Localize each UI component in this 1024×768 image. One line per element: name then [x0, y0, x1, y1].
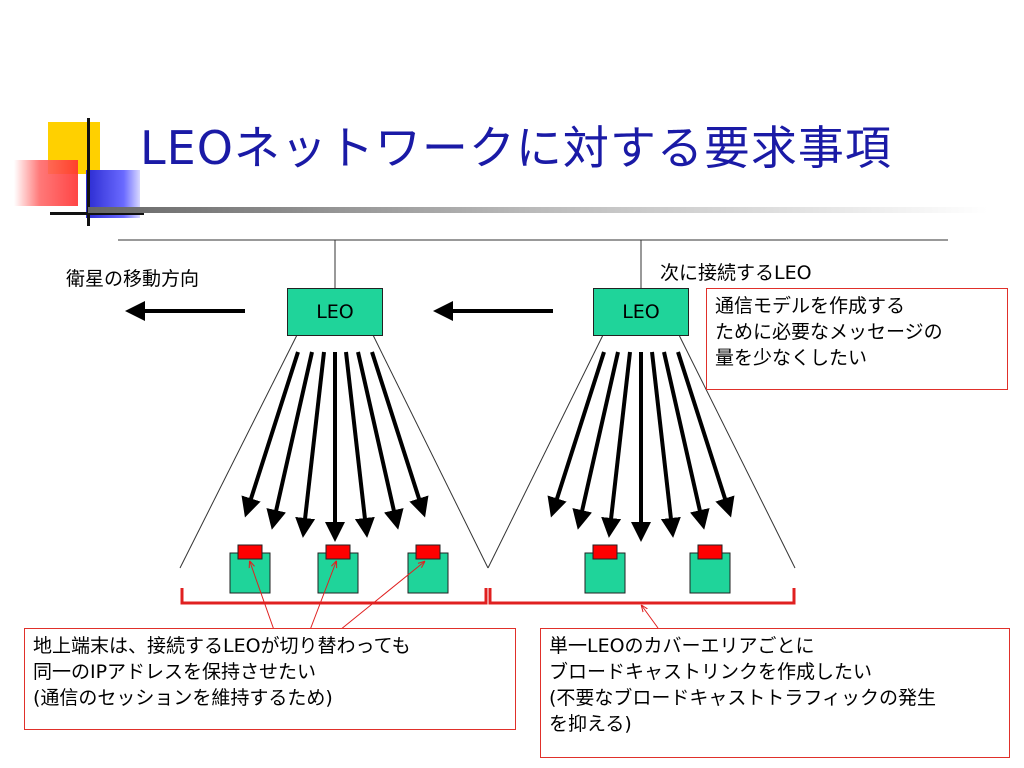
note-line: 同一のIPアドレスを保持させたい	[33, 661, 317, 683]
leo2-beams	[547, 351, 735, 542]
ground-terminal	[407, 552, 449, 594]
terminal-indicator	[592, 544, 618, 560]
pointer-line	[250, 562, 275, 631]
beam-arrow	[650, 351, 681, 538]
note-line: 通信モデルを作成する	[715, 295, 906, 317]
pointer-line	[309, 562, 336, 631]
broadcast-bracket-left	[180, 588, 488, 605]
pointer-line	[642, 606, 659, 629]
beam-arrow	[344, 351, 375, 538]
logo-red-square	[14, 160, 78, 206]
logo-decoration	[14, 118, 144, 228]
leo1-coverage-right	[372, 334, 489, 569]
note-line: 量を少なくしたい	[715, 347, 868, 369]
beam-arrow	[241, 351, 300, 518]
beam-arrow	[370, 351, 429, 518]
ground-terminal	[584, 552, 626, 594]
ground-terminals	[229, 544, 731, 594]
terminal-indicator	[697, 544, 723, 560]
ground-terminal	[689, 552, 731, 594]
next-leo-label: 次に接続するLEO	[660, 262, 812, 284]
beam-arrow	[295, 351, 326, 538]
note-message-reduction: 通信モデルを作成する ために必要なメッセージの 量を少なくしたい	[706, 288, 1008, 390]
leo-node-current: LEO	[287, 288, 383, 336]
note-broadcast-link: 単一LEOのカバーエリアごとに ブロードキャストリンクを作成したい (不要なブロ…	[540, 628, 1010, 758]
satellite-direction-label: 衛星の移動方向	[66, 268, 200, 290]
ground-terminal	[317, 552, 359, 594]
leo2-coverage-left	[487, 334, 604, 569]
broadcast-bracket-right	[488, 588, 796, 605]
beam-arrow	[572, 351, 620, 530]
logo-horizontal-line	[50, 212, 144, 215]
leo-node-next: LEO	[593, 288, 689, 336]
page-title: LEOネットワークに対する要求事項	[140, 121, 892, 175]
note-line: ブロードキャストリンクを作成したい	[549, 661, 873, 683]
note-line: 地上端末は、接続するLEOが切り替わっても	[33, 635, 411, 657]
beam-arrow	[676, 351, 735, 518]
terminal-indicator	[415, 544, 441, 560]
leo2-coverage-right	[678, 334, 796, 569]
leo1-coverage-left	[179, 334, 298, 569]
beam-arrow	[547, 351, 606, 518]
beam-arrow	[662, 351, 710, 530]
note-line: 単一LEOのカバーエリアごとに	[549, 635, 815, 657]
note-line: (通信のセッションを維持するため)	[33, 687, 333, 709]
pointer-line	[339, 562, 424, 631]
beam-arrow	[601, 351, 632, 538]
note-line: ために必要なメッセージの	[715, 321, 943, 343]
terminal-indicator	[325, 544, 351, 560]
beam-arrow	[266, 351, 314, 530]
note-line: (不要なブロードキャストトラフィックの発生	[549, 687, 937, 709]
note-line: を抑える)	[549, 713, 632, 735]
beam-arrow	[356, 351, 404, 530]
note-same-ip: 地上端末は、接続するLEOが切り替わっても 同一のIPアドレスを保持させたい (…	[24, 628, 516, 730]
leo1-beams	[241, 351, 429, 542]
logo-vertical-line	[87, 118, 90, 226]
terminal-indicator	[237, 544, 263, 560]
title-underline	[88, 207, 988, 213]
